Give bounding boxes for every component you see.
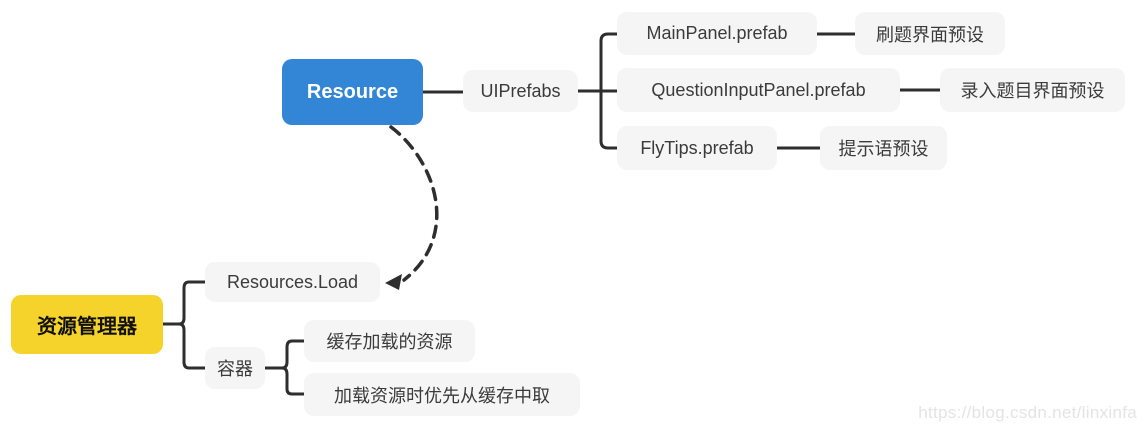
dashed-link-curve [389, 125, 439, 282]
watermark-text: https://blog.csdn.net/linxinfa [918, 403, 1137, 422]
node-resource: Resource [282, 59, 423, 125]
node-mainpanel-note: 刷题界面预设 [855, 12, 1005, 55]
node-mainpanel-prefab: MainPanel.prefab [617, 12, 817, 55]
node-uiprefabs: UIPrefabs [463, 70, 578, 112]
connector-container-rule [263, 366, 306, 396]
node-questioninputpanel-prefab: QuestionInputPanel.prefab [617, 68, 900, 112]
node-flytips-prefab: FlyTips.prefab [617, 126, 777, 170]
node-resource-manager: 资源管理器 [11, 295, 163, 354]
node-resources-load: Resources.Load [205, 262, 380, 302]
dashed-arrow-icon [385, 274, 402, 290]
connector-manager-container [161, 322, 207, 370]
node-container-cache: 缓存加载的资源 [304, 320, 475, 362]
connector-uiprefabs-mainpanel [599, 32, 619, 93]
node-container-rule: 加载资源时优先从缓存中取 [304, 373, 580, 416]
connector-uiprefabs-flytips [599, 89, 619, 150]
node-flytips-note: 提示语预设 [820, 126, 947, 170]
node-container: 容器 [205, 347, 265, 389]
connector-manager-resourcesload [161, 280, 207, 326]
node-questioninputpanel-note: 录入题目界面预设 [940, 68, 1125, 112]
connector-container-cache [263, 339, 306, 370]
